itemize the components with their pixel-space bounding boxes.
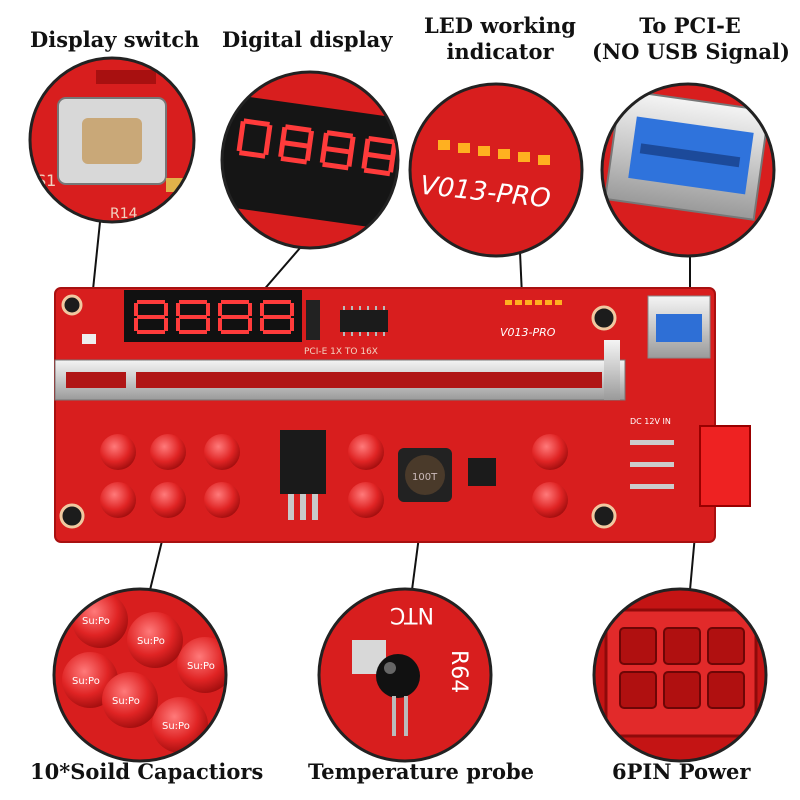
zoom-temperature-probe: NTC R64	[317, 587, 493, 763]
svg-text:R14: R14	[110, 206, 138, 222]
label-6pin-power: 6PIN Power	[612, 759, 751, 784]
inductor-label: 100T	[412, 472, 438, 483]
svg-text:Su:Po: Su:Po	[112, 696, 140, 707]
zoom-6pin-power	[592, 587, 768, 763]
svg-text:Su:Po: Su:Po	[72, 676, 100, 687]
zoom-digital-display	[220, 70, 400, 250]
board-input-label: DC 12V IN	[630, 417, 671, 426]
label-capacitors: 10*Soild Capactiors	[30, 759, 264, 784]
board-model-label: V013-PRO	[500, 326, 556, 339]
pcb-board	[54, 287, 751, 543]
svg-text:NTC: NTC	[390, 602, 434, 627]
zoom-display-switch: S1 R14	[28, 56, 196, 224]
zoom-capacitors: Su:Po Su:Po Su:Po Su:Po Su:Po Su:Po	[52, 587, 228, 763]
label-digital-display: Digital display	[222, 27, 393, 52]
board-capacitors	[100, 434, 568, 518]
zoom-led-indicator: V013-PRO	[408, 82, 584, 258]
6pin-connector	[699, 425, 751, 507]
svg-text:Su:Po: Su:Po	[82, 616, 110, 627]
regulator	[280, 430, 326, 494]
label-led-indicator-line2: indicator	[446, 39, 554, 64]
led-row	[505, 300, 562, 305]
display-digits	[134, 300, 294, 334]
zoom-usb-port	[600, 82, 776, 258]
svg-text:Su:Po: Su:Po	[187, 661, 215, 672]
ic-chip	[340, 310, 388, 332]
label-temperature-probe: Temperature probe	[308, 759, 535, 784]
label-led-indicator-line1: LED working	[424, 13, 576, 38]
label-pcie-line1: To PCI-E	[639, 13, 741, 38]
label-display-switch: Display switch	[30, 27, 200, 52]
svg-text:R64: R64	[446, 650, 471, 693]
board-slot-label: PCI-E 1X TO 16X	[304, 347, 378, 357]
label-pcie-line2: (NO USB Signal)	[592, 39, 790, 64]
svg-text:Su:Po: Su:Po	[162, 721, 190, 732]
svg-text:Su:Po: Su:Po	[137, 636, 165, 647]
